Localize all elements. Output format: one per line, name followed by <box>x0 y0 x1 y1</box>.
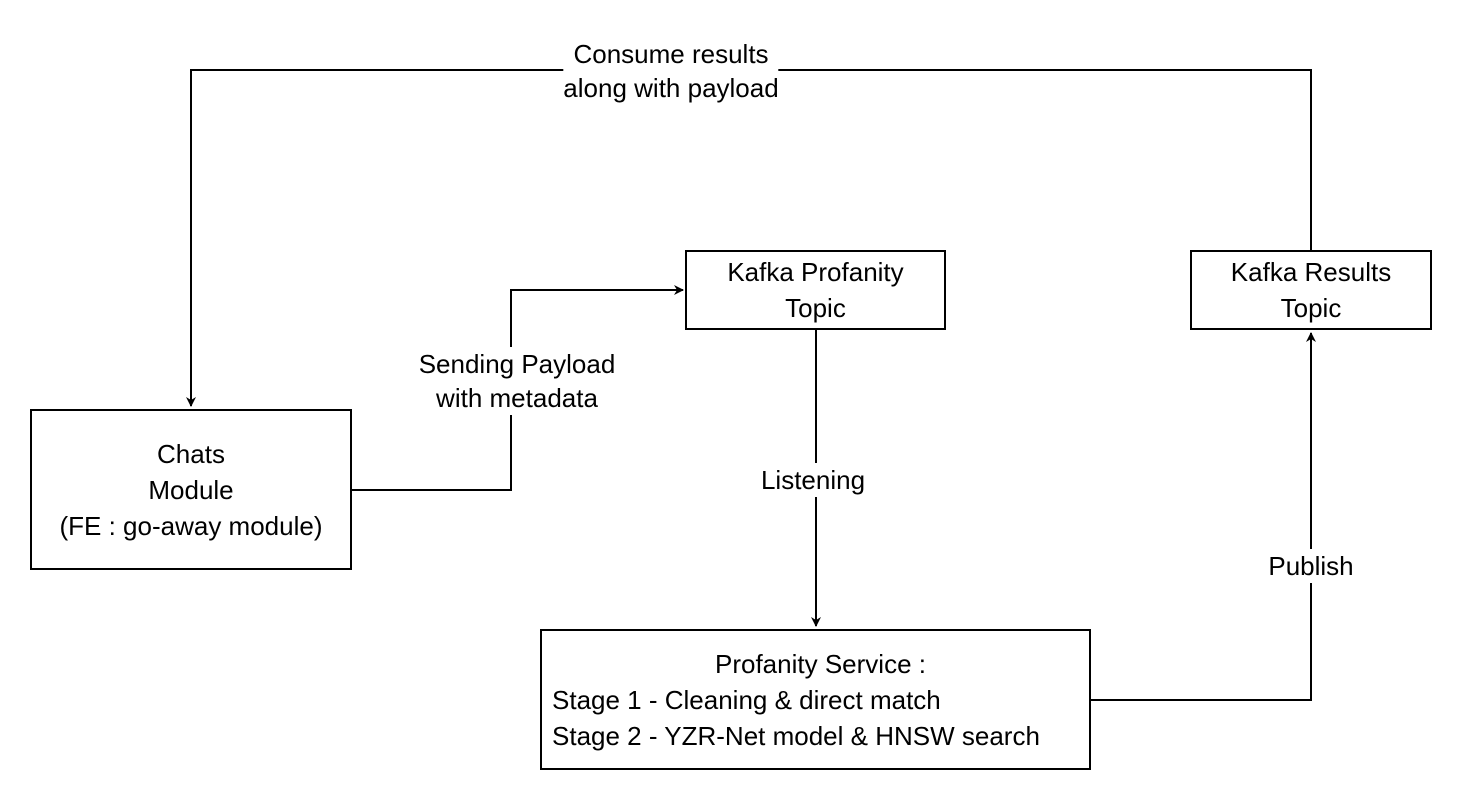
node-profanity-service: Profanity Service : Stage 1 - Cleaning &… <box>540 629 1091 770</box>
node-kafka-profanity-topic: Kafka Profanity Topic <box>685 250 946 330</box>
edge-consume-label: Consume results along with payload <box>563 37 779 105</box>
edge-publish-line <box>1091 332 1316 701</box>
edge-consume-line <box>186 69 1312 407</box>
edge-sending-label: Sending Payload with metadata <box>418 347 616 415</box>
node-chats-line-3: (FE : go-away module) <box>59 510 323 541</box>
node-chats-line-1: Chats <box>157 438 225 469</box>
node-profanity-service-line-3: Stage 2 - YZR-Net model & HNSW search <box>552 720 1040 751</box>
edge-sending-label-line-2: with metadata <box>436 383 598 413</box>
edge-listening-label-line-1: Listening <box>760 465 866 495</box>
node-chats-line-2: Module <box>148 474 234 505</box>
node-kafka-profanity-line-1: Kafka Profanity <box>727 257 904 287</box>
edge-listening-label: Listening <box>760 463 866 497</box>
node-kafka-profanity-line-2: Topic <box>785 293 846 323</box>
edge-publish-label: Publish <box>1268 549 1354 583</box>
node-profanity-service-line-1: Profanity Service : <box>715 648 926 679</box>
node-kafka-results-line-2: Topic <box>1280 293 1342 323</box>
node-kafka-results-line-1: Kafka Results <box>1230 257 1392 287</box>
edge-consume-label-line-1: Consume results <box>573 39 769 69</box>
edge-publish-label-line-1: Publish <box>1268 551 1354 581</box>
node-chats-module: Chats Module (FE : go-away module) <box>30 409 352 570</box>
node-kafka-results-topic: Kafka Results Topic <box>1190 250 1432 330</box>
node-profanity-service-line-2: Stage 1 - Cleaning & direct match <box>552 684 941 715</box>
edge-sending-label-line-1: Sending Payload <box>418 349 616 379</box>
edge-consume-label-line-2: along with payload <box>563 73 779 103</box>
